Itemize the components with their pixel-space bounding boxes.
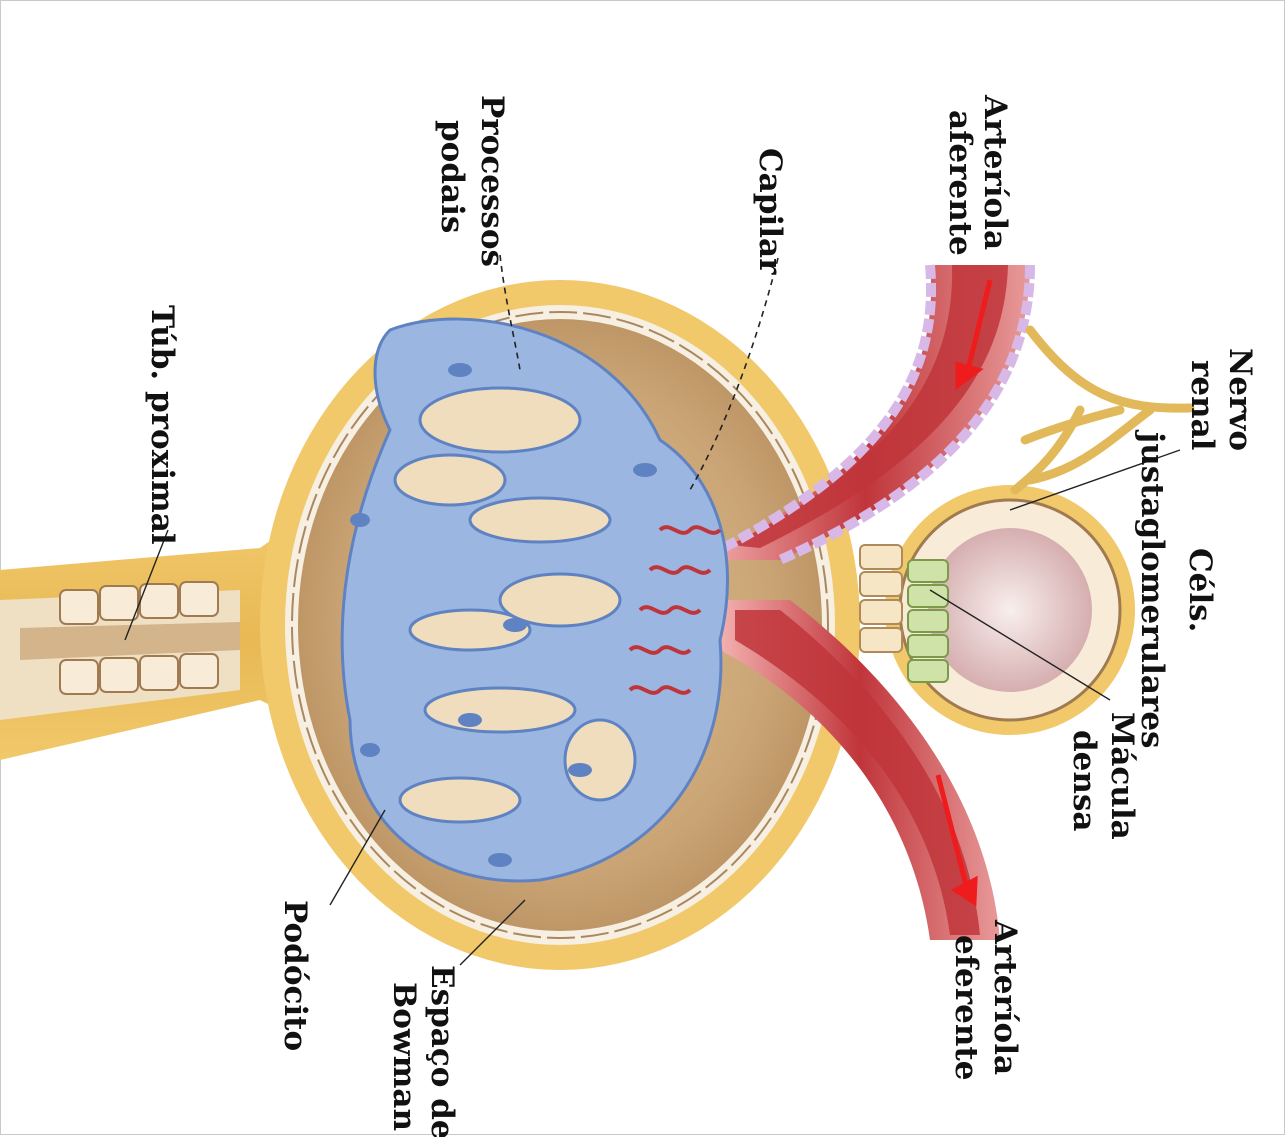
cels-line1: Céls. [1182,548,1218,632]
arteriola-eferente-line2: eferente [948,935,984,1080]
label-espaco-de-bowman: Espaço de Bowman [386,965,460,1137]
label-arteriola-eferente: Arteríola eferente [948,919,1023,1080]
processos-line1: Processos [474,95,510,267]
processos-line2: podais [434,120,470,233]
label-tub-proximal: Túb. proximal [144,305,180,545]
label-cels-justaglomerulares: Céls. justaglomerulares [1134,429,1218,749]
espaco-line1: Espaço de [424,965,460,1137]
label-capilar: Capilar [752,148,788,275]
arteriola-eferente-line1: Arteríola [987,919,1023,1075]
macula-densa-cells [908,560,948,682]
cels-line2: justaglomerulares [1134,429,1170,749]
label-macula-densa: Mácula densa [1066,712,1140,840]
label-processos-podais: Processos podais [434,95,510,267]
arteriola-aferente-line2: aferente [942,110,978,256]
macula-densa-tubule [860,485,1135,735]
label-nervo-renal: Nervo renal [1184,348,1258,451]
label-arteriola-aferente: Arteríola aferente [942,94,1013,256]
nervo-line2: renal [1184,360,1220,450]
label-podocito: Podócito [277,900,313,1051]
nervo-line1: Nervo [1222,348,1258,451]
macula-line1: Mácula [1104,712,1140,840]
espaco-line2: Bowman [386,982,422,1131]
macula-line2: densa [1066,730,1102,831]
arteriola-aferente-line1: Arteríola [977,94,1013,250]
